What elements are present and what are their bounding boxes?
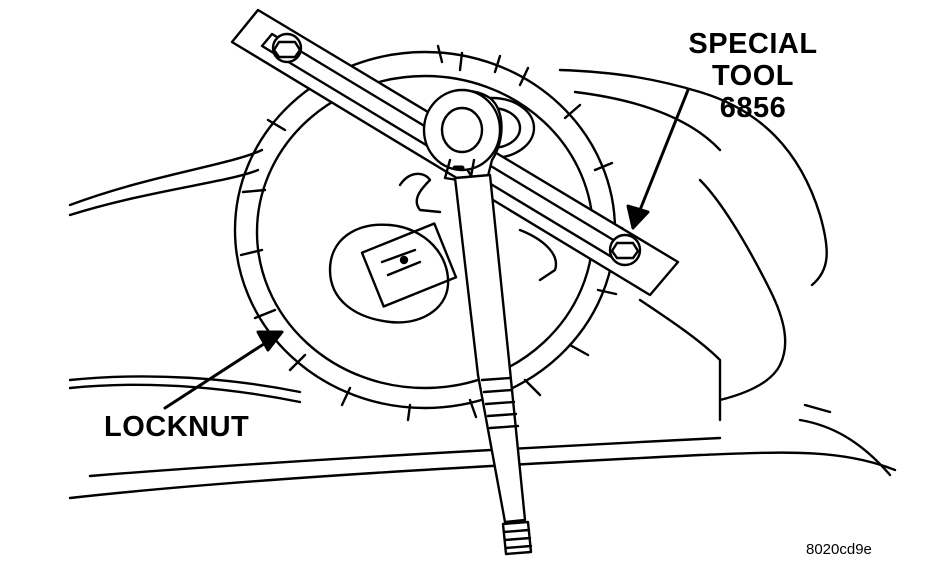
special-tool-label: SPECIAL TOOL 6856 bbox=[668, 28, 838, 124]
special-tool-label-line1: SPECIAL bbox=[688, 28, 818, 60]
callout-arrows bbox=[163, 88, 690, 410]
locknut-arrow-line bbox=[163, 338, 272, 410]
tool-arrow-head bbox=[626, 204, 650, 230]
locknut-arrow-head bbox=[256, 330, 284, 352]
locknut-label: LOCKNUT bbox=[104, 411, 250, 443]
ratchet-wrench bbox=[422, 88, 533, 556]
special-tool-label-line3: 6856 bbox=[719, 92, 787, 124]
figure-id: 8020cd9e bbox=[806, 541, 872, 558]
tool-arrow-line bbox=[636, 88, 690, 217]
fuel-tank-outline bbox=[68, 68, 897, 500]
special-tool-label-line2: TOOL bbox=[711, 60, 795, 92]
